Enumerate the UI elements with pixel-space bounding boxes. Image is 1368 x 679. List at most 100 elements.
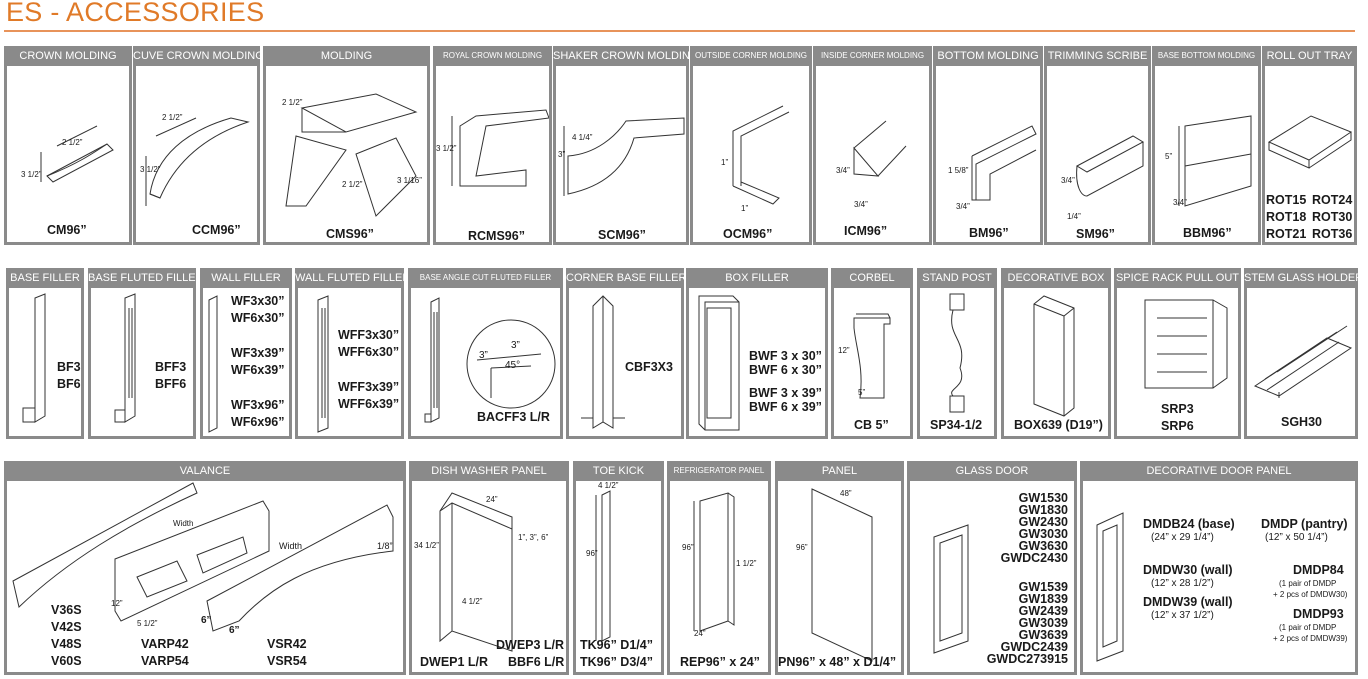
product-code: WF3x30” (231, 294, 285, 308)
product-code: DWEP3 L/R (496, 638, 565, 652)
product-note: + 2 pcs of DMDW30) (1273, 590, 1348, 599)
product-code: BBF6 L/R (508, 655, 565, 669)
dim-label: 45° (505, 360, 521, 371)
card-header: BASE FILLER (10, 272, 80, 284)
product-code: GW1530 (1018, 491, 1068, 505)
product-code: ROT21 (1266, 227, 1307, 241)
card-header: BASE BOTTOM MOLDING (1157, 51, 1256, 60)
product-code: WFF6x30” (338, 345, 400, 359)
card-header: ROYAL CROWN MOLDING (442, 51, 543, 60)
card-header: OUTSIDE CORNER MOLDING (694, 51, 807, 60)
cuve-crown-molding-card: CUVE CROWN MOLDING 2 1/2” 3 1/2” CCM96” (133, 46, 260, 245)
royal-crown-drawing (451, 109, 549, 187)
crown-molding-card: CROWN MOLDING 2 1/2” 3 1/2” CM96” (4, 46, 132, 245)
product-code: WF6x30” (231, 311, 285, 325)
dim-label: 3” (511, 340, 520, 351)
product-code: ROT24 (1312, 193, 1353, 207)
corbel-card: CORBEL 12” 5” CB 5” (831, 268, 913, 439)
dim-label: 48” (840, 489, 852, 498)
angle-filler-drawing (424, 297, 556, 423)
dim-label: 3/4” (836, 166, 850, 175)
product-code: GW3639 (1018, 628, 1068, 642)
box-filler-drawing (698, 295, 740, 431)
refrigerator-panel-drawing (693, 492, 735, 632)
card-header: MOLDING (320, 50, 373, 62)
dim-label: 3/4” (1173, 198, 1187, 207)
dim-label: 1/4” (1067, 212, 1081, 221)
card-header: BASE ANGLE CUT FLUTED FILLER (419, 273, 552, 282)
card-header: CORNER BASE FILLER (566, 272, 684, 284)
card-header: STAND POST (922, 272, 992, 284)
product-note: (1 pair of DMDP (1279, 579, 1337, 588)
product-code: SCM96” (598, 228, 646, 242)
product-code: SRP3 (1161, 402, 1194, 416)
product-code: GWDC2430 (1000, 551, 1068, 565)
product-code: CB 5” (854, 418, 889, 432)
wall-fluted-filler-card: WALL FLUTED FILLER WFF3x30” WFF6x30” WFF… (295, 268, 404, 439)
product-code: ROT18 (1266, 210, 1307, 224)
dim-label: 1” (741, 204, 749, 213)
stem-glass-holder-card: STEM GLASS HOLDER SGH30 (1244, 268, 1358, 439)
card-header: DISH WASHER PANEL (431, 465, 547, 477)
product-dimensions: (12” x 50 1/4”) (1265, 532, 1328, 543)
product-code: VSR42 (267, 637, 307, 651)
wall-filler-drawing (208, 295, 218, 433)
dim-label: 3” (479, 350, 488, 361)
dim-label: 6” (201, 615, 212, 626)
trimming-scribe-drawing (1075, 135, 1145, 197)
roll-out-tray-drawing (1267, 115, 1353, 169)
product-code: V60S (51, 654, 82, 668)
product-note: + 2 pcs of DMDW39) (1273, 634, 1348, 643)
dim-label: 4 1/2” (462, 597, 483, 606)
dim-label: 1”, 3”, 6” (518, 533, 549, 542)
dim-label: 4 1/2” (598, 481, 619, 490)
toe-kick-card: TOE KICK 4 1/2” 96” TK96” D1/4” TK96” D3… (573, 461, 664, 675)
corbel-drawing (853, 313, 891, 399)
dim-label: 2 1/2” (62, 138, 83, 147)
dim-label: 3” (558, 150, 566, 159)
card-header: PANEL (821, 465, 858, 477)
decorative-box-drawing (1033, 295, 1075, 417)
product-code: ROT36 (1312, 227, 1353, 241)
base-filler-card: BASE FILLER BF3 BF6 (6, 268, 84, 439)
product-code: BM96” (969, 226, 1009, 240)
card-header: SPICE RACK PULL OUT (1115, 272, 1240, 284)
card-header: DECORATIVE BOX (1007, 272, 1105, 284)
dim-label: 24” (694, 629, 706, 638)
valance-drawing (12, 482, 394, 632)
product-code: BACFF3 L/R (477, 410, 550, 424)
glass-door-drawing (933, 524, 969, 654)
wall-fluted-filler-drawing (317, 295, 329, 433)
dim-label: 96” (586, 549, 598, 558)
product-code: BFF3 (155, 360, 187, 374)
wall-filler-card: WALL FILLER WF3x30” WF6x30” WF3x39” WF6x… (200, 268, 292, 439)
product-code: WF6x96” (231, 415, 285, 429)
card-header: DECORATIVE DOOR PANEL (1146, 465, 1292, 477)
product-code: GW3030 (1018, 527, 1068, 541)
product-code: DMDP93 (1293, 607, 1344, 621)
product-code: V36S (51, 603, 82, 617)
outside-corner-drawing (732, 105, 790, 205)
product-code: DMDP84 (1293, 563, 1344, 577)
product-code: BFF6 (155, 377, 187, 391)
outside-corner-molding-card: OUTSIDE CORNER MOLDING 1” 1” OCM96” (690, 46, 812, 245)
shaker-crown-drawing (563, 117, 685, 196)
base-bottom-molding-card: BASE BOTTOM MOLDING 5” 3/4” BBM96” (1152, 46, 1261, 245)
molding-drawing (285, 93, 418, 217)
product-code: GW2439 (1018, 604, 1068, 618)
dim-label: 24” (486, 495, 498, 504)
dim-label: 34 1/2” (414, 541, 439, 550)
dim-label: 1/8” (377, 541, 393, 551)
royal-crown-molding-card: ROYAL CROWN MOLDING 3 1/2” RCMS96” (433, 46, 552, 245)
shaker-crown-molding-card: SHAKER CROWN MOLDING 4 1/4” 3” SCM96” (553, 46, 689, 245)
cuve-crown-drawing (145, 117, 250, 206)
base-bottom-drawing (1178, 115, 1252, 207)
product-code: SGH30 (1281, 415, 1322, 429)
product-code: BOX639 (D19”) (1014, 418, 1103, 432)
dim-label: 12” (111, 599, 123, 608)
card-header: INSIDE CORNER MOLDING (820, 51, 925, 60)
stand-post-card: STAND POST SP34-1/2 (917, 268, 997, 439)
product-code: DMDW39 (wall) (1143, 595, 1233, 609)
product-code: VARP54 (141, 654, 189, 668)
dim-label: 96” (796, 543, 808, 552)
